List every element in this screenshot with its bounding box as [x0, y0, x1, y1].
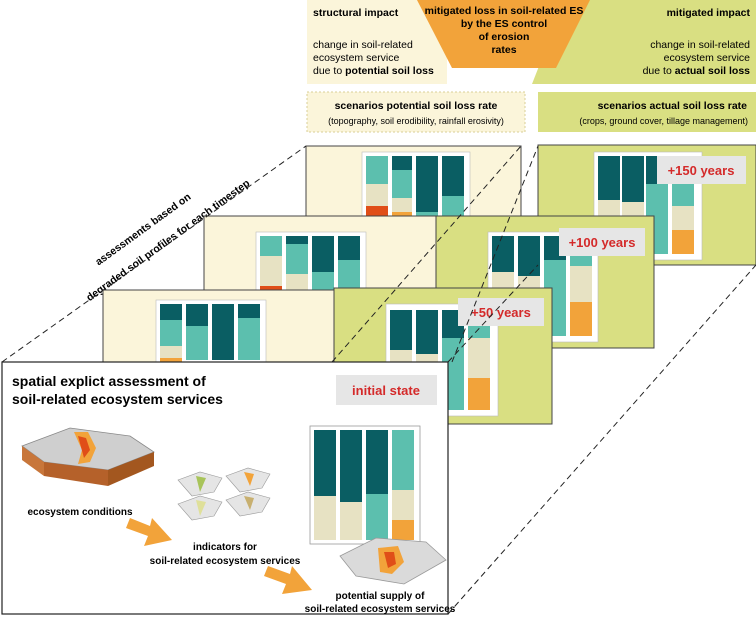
front-title-1: spatial explict assessment of: [12, 373, 206, 389]
structural-title: structural impact: [313, 7, 399, 19]
structural-line2: ecosystem service: [313, 52, 400, 64]
mitigated-line2: ecosystem service: [664, 52, 751, 64]
indicator-maps-icon: [177, 467, 271, 521]
terrain-block-icon: [21, 427, 155, 486]
mitigated-loss-box: [417, 0, 590, 68]
label-conditions: ecosystem conditions: [27, 507, 132, 518]
scenario-actual-box: [538, 92, 756, 132]
mitigated-title: mitigated impact: [667, 7, 751, 19]
mitigated-line3: due to actual soil loss: [643, 65, 751, 77]
mitigated-line1: change in soil-related: [650, 39, 750, 51]
initial-state-chart: [309, 425, 421, 545]
structural-line3: due to potential soil loss: [313, 65, 434, 77]
arrow-conditions-icon: [126, 518, 172, 546]
initial-state-text: initial state: [352, 383, 420, 398]
front-title-2: soil-related ecosystem services: [12, 391, 223, 407]
structural-impact-box: [307, 0, 447, 84]
badge-100: +100 years: [569, 235, 636, 250]
scenario-potential-detail: (topography, soil erodibility, rainfall …: [328, 116, 504, 126]
mitigated-impact-box: [532, 0, 756, 84]
scenario-potential-title: scenarios potential soil loss rate: [335, 100, 498, 112]
label-indicators-1: indicators for: [193, 542, 257, 553]
initial-state-badge: [336, 375, 437, 405]
mitigated-loss-line2: by the ES control: [461, 18, 547, 30]
label-supply-2: soil-related ecosystem services: [305, 604, 456, 615]
badge-150: +150 years: [668, 163, 735, 178]
arrow-indicators-icon: [264, 566, 312, 594]
label-supply-1: potential supply of: [336, 591, 426, 602]
scenario-potential-box: [306, 91, 526, 133]
front-panel: spatial explict assessment of soil-relat…: [1, 361, 456, 615]
mitigated-loss-line3: of erosion: [479, 31, 530, 43]
structural-line1: change in soil-related: [313, 39, 413, 51]
scenario-actual-detail: (crops, ground cover, tillage management…: [579, 116, 748, 126]
label-indicators-2: soil-related ecosystem services: [150, 556, 301, 567]
projection-lines: [1, 145, 756, 615]
mitigated-loss-line4: rates: [491, 44, 516, 56]
scenario-actual-title: scenarios actual soil loss rate: [598, 100, 748, 112]
badge-50: +50 years: [471, 305, 531, 320]
mitigated-loss-line1: mitigated loss in soil-related ES: [425, 5, 584, 17]
supply-map-icon: [339, 537, 447, 585]
